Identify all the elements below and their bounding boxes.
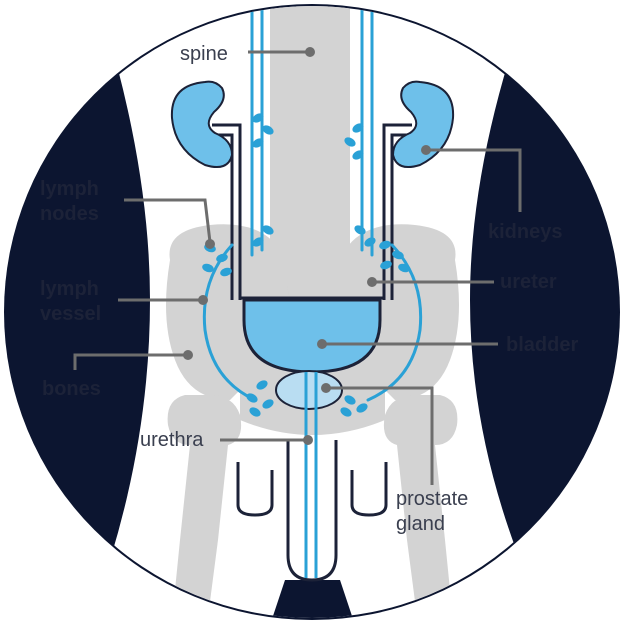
label-prostate-line1: prostate <box>396 488 468 510</box>
femur-left <box>167 395 242 618</box>
leader-lymph-vessel <box>118 295 208 305</box>
label-prostate-line2: gland <box>396 513 445 535</box>
leader-prostate <box>321 383 434 485</box>
spine <box>270 6 350 300</box>
lymph-node-cluster-pelvis-right <box>379 240 410 273</box>
lymph-node-cluster-groin-right <box>340 395 368 417</box>
label-urethra: urethra <box>140 429 204 451</box>
lymph-vessel-pelvis-left <box>202 243 257 402</box>
lymph-node-cluster-groin-left <box>246 380 274 417</box>
leader-urethra <box>220 435 313 445</box>
femur-right <box>383 395 458 618</box>
label-bladder: bladder <box>506 334 578 356</box>
testis-left <box>236 462 274 517</box>
label-ureter: ureter <box>500 271 557 293</box>
label-lymph-nodes-line2: nodes <box>40 203 99 225</box>
label-kidneys: kidneys <box>488 221 562 243</box>
label-spine: spine <box>180 43 228 65</box>
kidney-left <box>170 80 234 168</box>
testis-right <box>350 462 388 517</box>
leader-lymph-nodes <box>124 198 215 249</box>
lymph-node-cluster-spine-right <box>344 123 376 247</box>
label-bones: bones <box>42 378 101 400</box>
leader-ureter <box>367 277 494 287</box>
leg-gap <box>265 580 360 618</box>
leader-bones <box>73 350 193 370</box>
leader-spine <box>248 47 315 57</box>
ureter-left <box>212 123 242 300</box>
penis-outline <box>286 440 338 582</box>
bladder <box>242 298 382 374</box>
lymph-node-cluster-spine-left <box>252 113 274 247</box>
label-lymph-vessel-line1: lymph <box>40 278 99 300</box>
leader-bladder <box>317 339 498 349</box>
prostate-gland <box>275 370 343 410</box>
label-lymph-vessel-line2: vessel <box>40 303 101 325</box>
kidney-right <box>391 80 455 168</box>
label-lymph-nodes-line1: lymph <box>40 178 99 200</box>
leader-kidneys <box>421 145 522 212</box>
